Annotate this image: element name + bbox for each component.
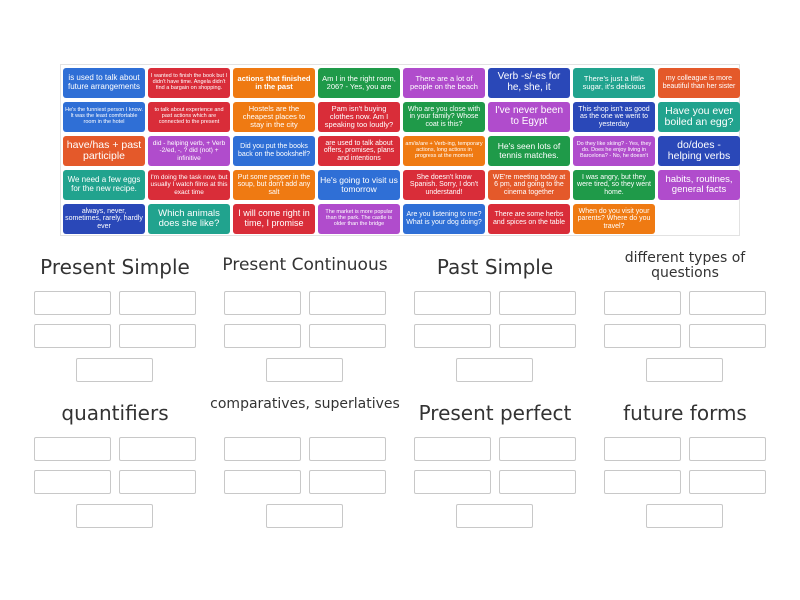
category-title: Past Simple bbox=[436, 255, 554, 279]
drop-slot[interactable] bbox=[309, 324, 386, 348]
sort-card[interactable]: There's just a little sugar, it's delici… bbox=[573, 68, 655, 98]
drop-slot[interactable] bbox=[499, 291, 576, 315]
sort-card[interactable]: I've never been to Egypt bbox=[488, 102, 570, 132]
drop-slot[interactable] bbox=[499, 470, 576, 494]
sort-card[interactable]: This shop isn't as good as the one we we… bbox=[573, 102, 655, 132]
sort-card[interactable]: He's going to visit us tomorrow bbox=[318, 170, 400, 200]
category-title: future forms bbox=[623, 401, 747, 425]
drop-slot[interactable] bbox=[646, 504, 723, 528]
drop-slot[interactable] bbox=[224, 291, 301, 315]
sort-card[interactable]: actions that finished in the past bbox=[233, 68, 315, 98]
category-title: Present Continuous bbox=[222, 255, 388, 275]
drop-slot[interactable] bbox=[689, 324, 766, 348]
sort-card[interactable]: my colleague is more beautiful than her … bbox=[658, 68, 740, 98]
sort-card[interactable]: We need a few eggs for the new recipe. bbox=[63, 170, 145, 200]
drop-slot[interactable] bbox=[34, 437, 111, 461]
drop-slot[interactable] bbox=[76, 504, 153, 528]
drop-slot[interactable] bbox=[119, 291, 196, 315]
drop-slot[interactable] bbox=[309, 470, 386, 494]
sort-card[interactable]: Am I in the right room, 206? - Yes, you … bbox=[318, 68, 400, 98]
sort-card[interactable]: The market is more popular than the park… bbox=[318, 204, 400, 234]
drop-slot[interactable] bbox=[76, 358, 153, 382]
sort-card[interactable]: do/does - helping verbs bbox=[658, 136, 740, 166]
sort-card[interactable]: Who are you close with in your family? W… bbox=[403, 102, 485, 132]
drop-slot[interactable] bbox=[689, 437, 766, 461]
sort-card[interactable]: There are some herbs and spices on the t… bbox=[488, 204, 570, 234]
drop-slot[interactable] bbox=[689, 291, 766, 315]
sort-card[interactable]: have/has + past participle bbox=[63, 136, 145, 166]
drop-slot[interactable] bbox=[119, 324, 196, 348]
sort-card[interactable]: There are a lot of people on the beach bbox=[403, 68, 485, 98]
sort-card[interactable]: He's seen lots of tennis matches. bbox=[488, 136, 570, 166]
drop-slot[interactable] bbox=[604, 324, 681, 348]
sort-card[interactable]: Do they like skiing? - Yes, they do. Doe… bbox=[573, 136, 655, 166]
drop-slot[interactable] bbox=[34, 291, 111, 315]
drop-slot[interactable] bbox=[604, 470, 681, 494]
sort-card[interactable]: Hostels are the cheapest places to stay … bbox=[233, 102, 315, 132]
sort-card[interactable]: Verb -s/-es for he, she, it bbox=[488, 68, 570, 98]
sort-card[interactable]: He's the funniest person I know. It was … bbox=[63, 102, 145, 132]
sort-card[interactable]: Did you put the books back on the booksh… bbox=[233, 136, 315, 166]
drop-slot[interactable] bbox=[414, 291, 491, 315]
drop-slot[interactable] bbox=[499, 324, 576, 348]
sort-card[interactable]: are used to talk about offers, promises,… bbox=[318, 136, 400, 166]
drop-slot[interactable] bbox=[689, 470, 766, 494]
drop-slot[interactable] bbox=[414, 437, 491, 461]
sort-card[interactable]: Pam isn't buying clothes now. Am I speak… bbox=[318, 102, 400, 132]
category-title: Present Simple bbox=[40, 255, 190, 279]
drop-slot[interactable] bbox=[456, 504, 533, 528]
category-title: comparatives, superlatives bbox=[210, 396, 400, 412]
drop-slot[interactable] bbox=[499, 437, 576, 461]
sort-card[interactable]: I will come right in time, I promise bbox=[233, 204, 315, 234]
sort-card[interactable]: I wanted to finish the book but I didn't… bbox=[148, 68, 230, 98]
sort-card[interactable]: always, never, sometimes, rarely, hardly… bbox=[63, 204, 145, 234]
drop-slot[interactable] bbox=[34, 324, 111, 348]
category-title: different types of questions bbox=[624, 250, 746, 282]
sort-card[interactable]: habits, routines, general facts bbox=[658, 170, 740, 200]
sort-card[interactable]: Are you listening to me? What is your do… bbox=[403, 204, 485, 234]
sort-card[interactable]: to talk about experience and past action… bbox=[148, 102, 230, 132]
sort-card[interactable]: did - helping verb, + Verb -2/ed, -, ? d… bbox=[148, 136, 230, 166]
drop-slot[interactable] bbox=[224, 437, 301, 461]
drop-slot[interactable] bbox=[414, 470, 491, 494]
sort-card[interactable]: I'm doing the task now, but usually I wa… bbox=[148, 170, 230, 200]
category-title: Present perfect bbox=[418, 401, 572, 425]
drop-slot[interactable] bbox=[456, 358, 533, 382]
drop-slot[interactable] bbox=[119, 470, 196, 494]
sort-card[interactable]: She doesn't know Spanish. Sorry, I don't… bbox=[403, 170, 485, 200]
sort-card[interactable]: am/is/are + Verb-ing, temporary actions,… bbox=[403, 136, 485, 166]
sort-card[interactable]: Which animals does she like? bbox=[148, 204, 230, 234]
drop-slot[interactable] bbox=[604, 291, 681, 315]
drop-slot[interactable] bbox=[309, 437, 386, 461]
category-title: quantifiers bbox=[61, 401, 169, 425]
sort-card[interactable]: WE're meeting today at 6 pm, and going t… bbox=[488, 170, 570, 200]
sort-card[interactable]: Have you ever boiled an egg? bbox=[658, 102, 740, 132]
drop-slot[interactable] bbox=[224, 324, 301, 348]
drop-slot[interactable] bbox=[34, 470, 111, 494]
sort-card[interactable]: I was angry, but they were tired, so the… bbox=[573, 170, 655, 200]
drop-slot[interactable] bbox=[414, 324, 491, 348]
sort-card[interactable]: is used to talk about future arrangement… bbox=[63, 68, 145, 98]
drop-slot[interactable] bbox=[224, 470, 301, 494]
sort-card[interactable]: When do you visit your parents? Where do… bbox=[573, 204, 655, 234]
drop-slot[interactable] bbox=[646, 358, 723, 382]
drop-slot[interactable] bbox=[266, 504, 343, 528]
drop-slot[interactable] bbox=[604, 437, 681, 461]
drop-slot[interactable] bbox=[266, 358, 343, 382]
drop-slot[interactable] bbox=[119, 437, 196, 461]
sort-card[interactable]: Put some pepper in the soup, but don't a… bbox=[233, 170, 315, 200]
drop-slot[interactable] bbox=[309, 291, 386, 315]
